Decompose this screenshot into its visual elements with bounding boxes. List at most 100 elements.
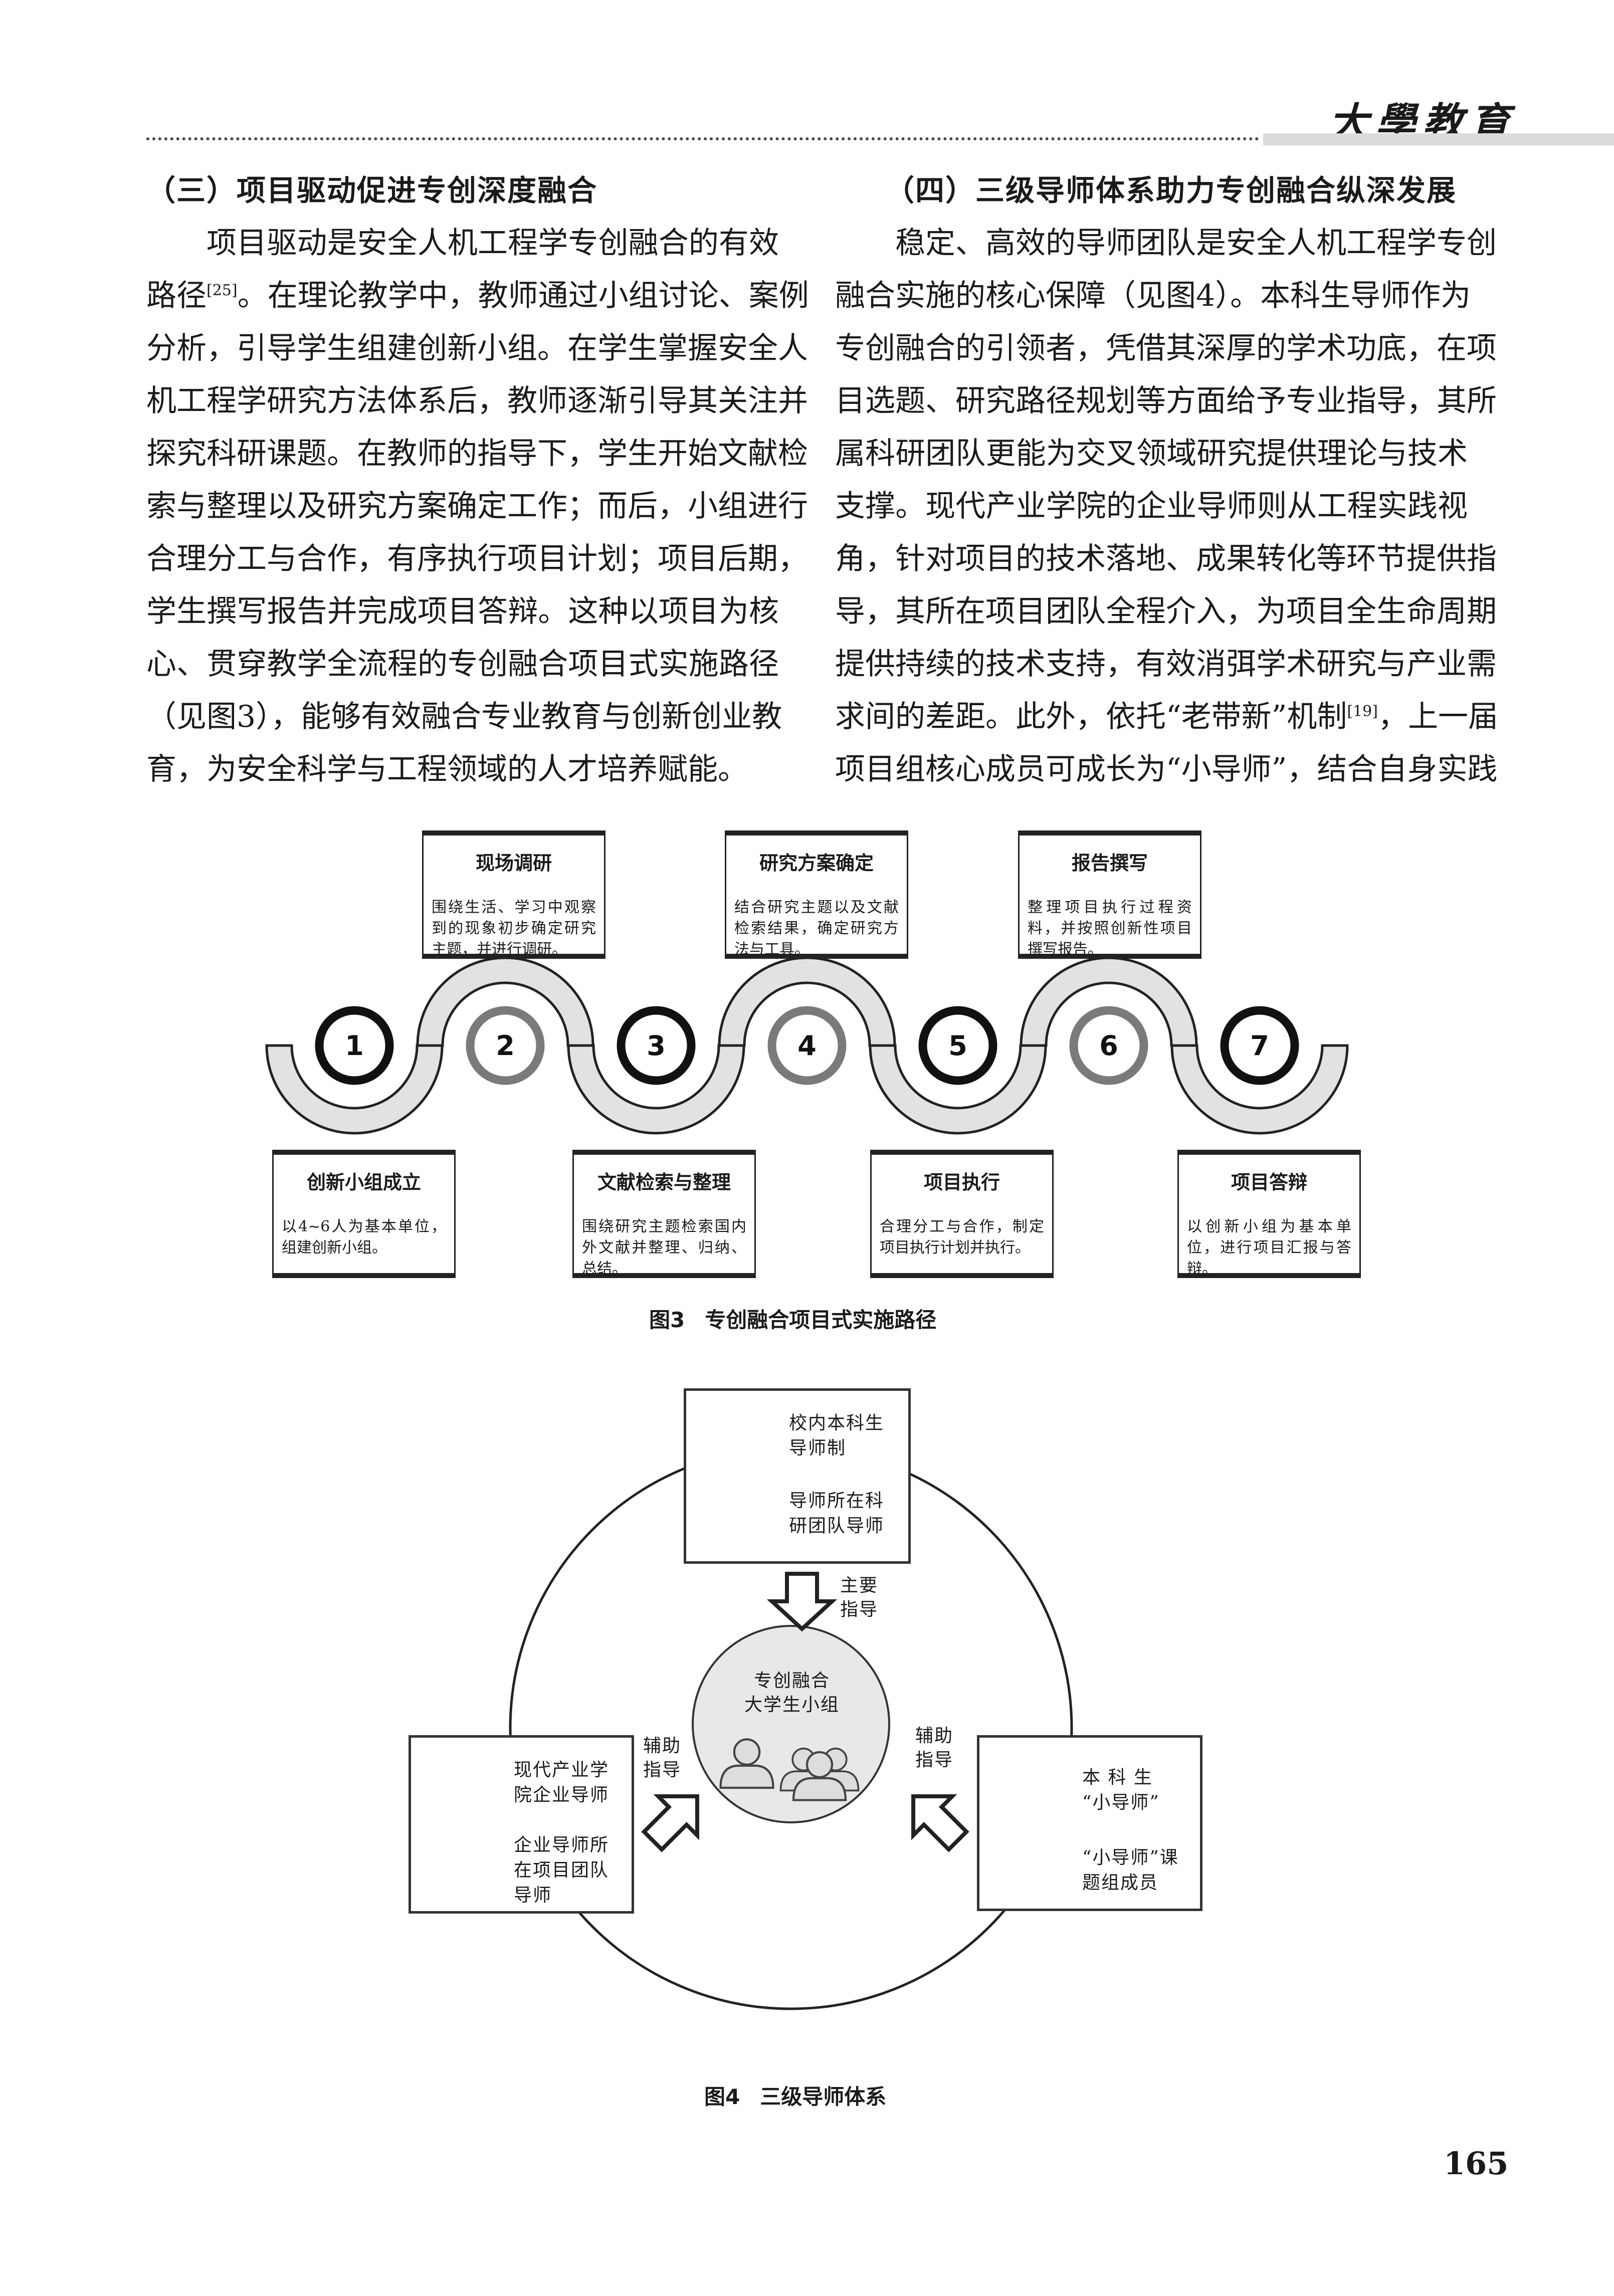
- step-circle: [466, 1006, 545, 1085]
- step-title: 文献检索与整理: [597, 1171, 731, 1193]
- step-title: 现场调研: [475, 852, 552, 874]
- step-description: 围绕研究主题检索国内外文献并整理、归纳、总结。: [582, 1218, 746, 1278]
- page-number: 165: [1444, 2145, 1509, 2182]
- main-guidance-label: 主要 指导: [840, 1575, 879, 1620]
- text-line: 项目驱动是安全人机工程学专创融合的有效: [146, 217, 779, 270]
- step-title: 研究方案确定: [759, 852, 874, 874]
- student-group-circle: [692, 1625, 890, 1823]
- text-line: 学生撰写报告并完成项目答辩。这种以项目为核: [146, 585, 779, 638]
- step-number: 7: [1250, 1030, 1269, 1062]
- step-box-bottom: 项目执行合理分工与合作，制定项目执行计划并执行。: [870, 1150, 1054, 1278]
- text-segment: 求间的差距。此外，依托“老带新”机制: [835, 699, 1347, 734]
- text-line: 目选题、研究路径规划等方面给予专业指导，其所: [835, 375, 1497, 428]
- step-circle: [1220, 1006, 1299, 1085]
- text-line: 角，针对项目的技术落地、成果转化等环节提供指: [835, 533, 1497, 585]
- text-segment: 索与整理以及研究方案确定工作；而后，小组进行: [146, 489, 808, 524]
- aux-guidance-label-left: 辅助 指导: [643, 1736, 682, 1780]
- path-band-segment: [416, 956, 594, 1047]
- text-line: 分析，引导学生组建创新小组。在学生掌握安全人: [146, 322, 808, 375]
- aux-guidance-label-right: 辅助 指导: [915, 1726, 954, 1770]
- text-line: （见图3），能够有效融合专业教育与创新创业教: [146, 691, 782, 743]
- text-segment: 提供持续的技术支持，有效消弭学术研究与产业需: [835, 647, 1497, 682]
- caption-text: 专创融合项目式实施路径: [705, 1308, 937, 1332]
- text-line: 融合实施的核心保障（见图4）。本科生导师作为: [835, 270, 1471, 322]
- person-icon: [719, 1738, 774, 1789]
- step-number: 4: [797, 1030, 817, 1062]
- step-description: 合理分工与合作，制定项目执行计划并执行。: [880, 1218, 1044, 1257]
- step-description: 整理项目执行过程资料，并按照创新性项目撰写报告。: [1028, 899, 1192, 958]
- mentor-label: 导师所在科 研团队导师: [789, 1491, 885, 1536]
- caption-number: 图4: [704, 2084, 740, 2109]
- path-band-segment: [869, 1044, 1047, 1135]
- text-segment: 专创融合的引领者，凭借其深厚的学术功底，在项: [835, 331, 1497, 366]
- up-left-arrow-icon: [911, 1794, 969, 1852]
- right-column: （四）三级导师体系助力专创融合纵深发展 稳定、高效的导师团队是安全人机工程学专创…: [835, 164, 1498, 796]
- step-box-bottom: 项目答辩以创新小组为基本单位，进行项目汇报与答辩。: [1177, 1150, 1361, 1278]
- text-segment: 项目驱动是安全人机工程学专创融合的有效: [207, 226, 779, 261]
- step-title: 创新小组成立: [306, 1171, 421, 1193]
- text-line: 项目组核心成员可成长为“小导师”，结合自身实践: [835, 743, 1497, 796]
- path-band-segment: [718, 956, 896, 1047]
- path-band-segment: [1170, 1044, 1349, 1135]
- text-segment: 项目组核心成员可成长为“小导师”，结合自身实践: [835, 752, 1498, 787]
- text-segment: 路径: [146, 278, 207, 313]
- step-number: 2: [496, 1030, 515, 1062]
- path-band-segment: [1020, 956, 1198, 1047]
- step-title: 报告撰写: [1071, 852, 1148, 874]
- step-title: 项目答辩: [1231, 1171, 1307, 1193]
- step-circle: [918, 1006, 997, 1085]
- citation-superscript: [19]: [1347, 703, 1378, 720]
- mentor-label: 现代产业学 院企业导师: [514, 1760, 610, 1805]
- step-box-top: 研究方案确定结合研究主题以及文献检索结果，确定研究方法与工具。: [725, 830, 908, 959]
- text-segment: （见图3），能够有效融合专业教育与创新创业教: [146, 699, 782, 734]
- citation-superscript: [25]: [207, 282, 238, 299]
- caption-number: 图3: [649, 1308, 685, 1332]
- text-segment: 探究科研课题。在教师的指导下，学生开始文献检: [146, 436, 808, 471]
- figure-4-caption: 图4 三级导师体系: [704, 2080, 906, 2111]
- step-circle: [315, 1006, 394, 1085]
- step-number: 1: [345, 1030, 364, 1062]
- step-box-bottom: 创新小组成立以4~6人为基本单位，组建创新小组。: [272, 1150, 456, 1278]
- step-description: 以4~6人为基本单位，组建创新小组。: [282, 1218, 446, 1257]
- text-segment: 导，其所在项目团队全程介入，为项目全生命周期: [835, 594, 1497, 629]
- mentor-label: 企业导师所 在项目团队 导师: [514, 1835, 610, 1906]
- mentor-label: “小导师”课 题组成员: [1082, 1847, 1179, 1893]
- text-segment: 融合实施的核心保障（见图4）。本科生导师作为: [835, 278, 1471, 313]
- text-segment: 分析，引导学生组建创新小组。在学生掌握安全人: [146, 331, 808, 366]
- down-arrow-icon: [766, 1572, 838, 1632]
- step-number: 6: [1099, 1030, 1118, 1062]
- text-line: 索与整理以及研究方案确定工作；而后，小组进行: [146, 480, 808, 533]
- text-segment: 目选题、研究路径规划等方面给予专业指导，其所: [835, 383, 1497, 419]
- text-segment: 支撑。现代产业学院的企业导师则从工程实践视: [835, 489, 1468, 524]
- section-heading: （四）三级导师体系助力专创融合纵深发展: [885, 173, 1457, 207]
- text-segment: 。在理论教学中，教师通过小组讨论、案例: [237, 278, 809, 313]
- mentor-label: 校内本科生 导师制: [789, 1413, 885, 1458]
- step-description: 结合研究主题以及文献检索结果，确定研究方法与工具。: [734, 899, 899, 958]
- caption-text: 三级导师体系: [760, 2084, 887, 2109]
- text-line: 心、贯穿教学全流程的专创融合项目式实施路径: [146, 638, 779, 691]
- path-band-segment: [265, 1044, 444, 1135]
- text-segment: 心、贯穿教学全流程的专创融合项目式实施路径: [146, 647, 779, 682]
- on-campus-mentor-box: 校内本科生 导师制 导师所在科 研团队导师: [684, 1388, 911, 1564]
- step-title: 项目执行: [923, 1171, 1000, 1193]
- figure-3-caption: 图3 专创融合项目式实施路径: [649, 1303, 956, 1334]
- text-segment: 合理分工与合作，有序执行项目计划；项目后期，: [146, 541, 808, 576]
- text-line: 求间的差距。此外，依托“老带新”机制[19]，上一届: [835, 691, 1498, 743]
- group-icon: [792, 1751, 847, 1801]
- text-segment: 学生撰写报告并完成项目答辩。这种以项目为核: [146, 594, 779, 629]
- text-segment: ，上一届: [1377, 699, 1498, 734]
- text-line: 支撑。现代产业学院的企业导师则从工程实践视: [835, 480, 1468, 533]
- text-segment: 属科研团队更能为交叉领域研究提供理论与技术: [835, 436, 1468, 471]
- step-circle: [1069, 1006, 1148, 1085]
- text-line: 专创融合的引领者，凭借其深厚的学术功底，在项: [835, 322, 1497, 375]
- step-description: 以创新小组为基本单位，进行项目汇报与答辩。: [1187, 1218, 1351, 1278]
- step-number: 3: [647, 1030, 666, 1062]
- section-heading: （三）项目驱动促进专创深度融合: [146, 173, 598, 207]
- text-line: 育，为安全科学与工程领域的人才培养赋能。: [146, 743, 779, 796]
- header-dotted-divider: [146, 137, 1259, 140]
- text-segment: 机工程学研究方法体系后，教师逐渐引导其关注并: [146, 383, 808, 419]
- step-box-bottom: 文献检索与整理围绕研究主题检索国内外文献并整理、归纳、总结。: [572, 1150, 756, 1278]
- text-segment: 稳定、高效的导师团队是安全人机工程学专创: [895, 226, 1497, 261]
- step-circle: [617, 1006, 696, 1085]
